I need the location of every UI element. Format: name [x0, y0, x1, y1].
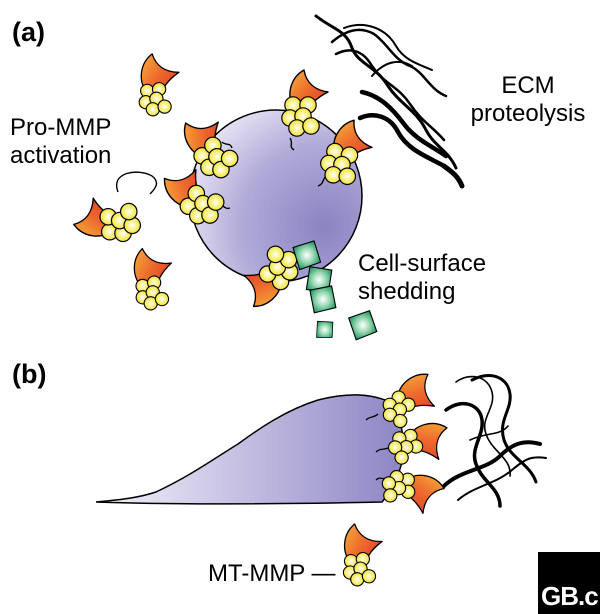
ecm-collagen-fibers-a: [314, 14, 465, 189]
journal-logo-text: GB.c: [541, 581, 599, 611]
pro-mmp-label-line1: Pro-MMP: [10, 114, 112, 141]
pro-mmp-label-line2: activation: [10, 142, 112, 169]
panel-b-label: (b): [12, 359, 47, 389]
pro-domain-loop: [115, 171, 158, 195]
shedding-label-line2: shedding: [358, 278, 456, 305]
cell-surface-shedding-label: Cell-surface shedding: [358, 250, 486, 306]
ecm-label-line1: ECM: [501, 72, 555, 99]
migrating-cell-b: [95, 394, 405, 505]
ecm-collagen-fibers-b: [442, 374, 547, 508]
ecm-label-line2: proteolysis: [470, 100, 586, 127]
pro-mmp-activation-label: Pro-MMP activation: [10, 114, 111, 170]
panel-a-label: (a): [12, 17, 45, 47]
ecm-proteolysis-label: ECM proteolysis: [470, 72, 586, 128]
journal-logo: GB.c: [538, 552, 600, 614]
legend-mt-mmp-label: MT-MMP —: [208, 560, 336, 587]
shedding-label-line1: Cell-surface: [358, 250, 487, 277]
legend-mt-mmp-icon: [334, 519, 390, 589]
